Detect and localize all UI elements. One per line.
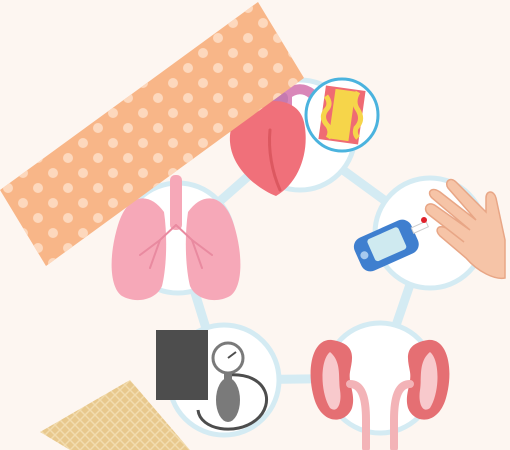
artery-plaque-icon [306,79,378,151]
